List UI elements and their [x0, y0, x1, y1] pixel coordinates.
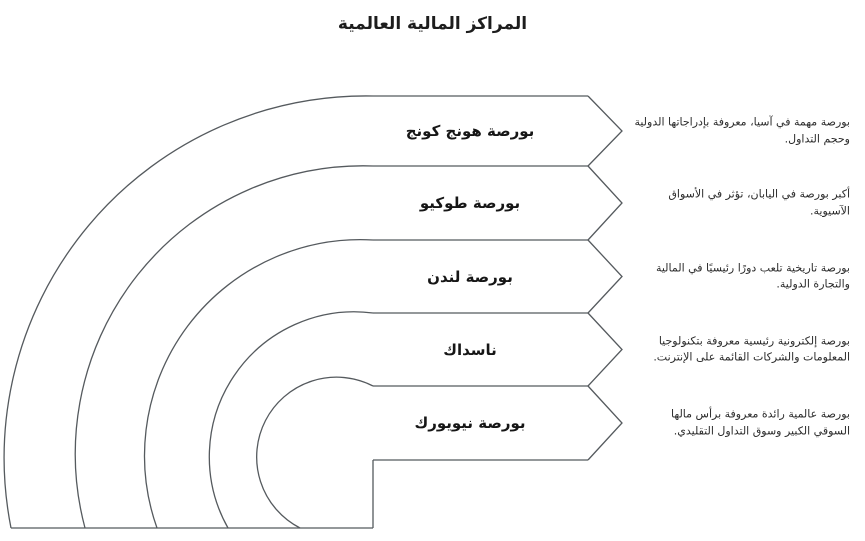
band-label-1: بورصة هونج كونج [405, 122, 535, 140]
page-title: المراكز المالية العالمية [337, 14, 528, 34]
band-label-3: بورصة لندن [427, 267, 513, 286]
band-description-3: بورصة تاريخية تلعب دورًا رئيسيًا في الما… [655, 261, 850, 291]
band-description-5: بورصة عالمية رائدة معروفة برأس مالها الس… [671, 407, 850, 438]
band-description-2: أكبر بورصة في اليابان، تؤثر في الأسواق ا… [668, 187, 850, 218]
arc-band-outlines [3, 95, 623, 529]
band-label-5: بورصة نيويورك [414, 414, 526, 432]
band-label-2: بورصة طوكيو [419, 194, 521, 212]
band-description-4: بورصة إلكترونية رئيسية معروفة بتكنولوجيا… [653, 334, 850, 364]
band-label-4: ناسداك [443, 340, 497, 359]
band-description-1: بورصة مهمة في آسيا، معروفة بإدراجاتها ال… [634, 115, 850, 146]
